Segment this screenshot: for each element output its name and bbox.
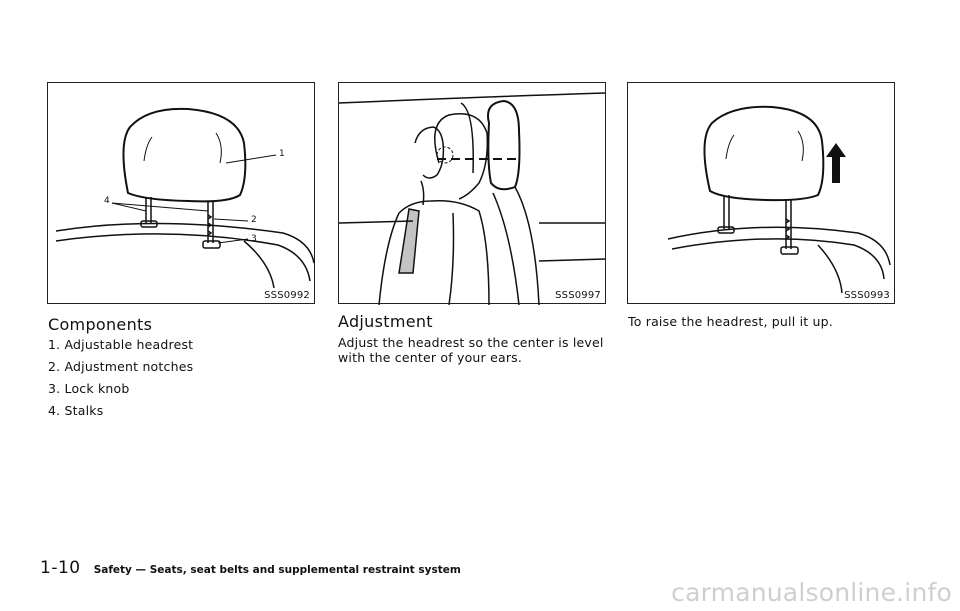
- raise-text: To raise the headrest, pull it up.: [628, 314, 833, 329]
- page-footer: 1-10 Safety — Seats, seat belts and supp…: [40, 558, 461, 578]
- components-heading: Components: [48, 315, 153, 334]
- figure-code: SSS0993: [844, 290, 890, 301]
- adjustment-text: Adjust the headrest so the center is lev…: [338, 335, 604, 365]
- list-item: 1. Adjustable headrest: [48, 337, 194, 352]
- adjustment-heading: Adjustment: [338, 312, 433, 331]
- components-list: 1. Adjustable headrest 2. Adjustment not…: [48, 338, 193, 426]
- callout-2: 2: [251, 215, 257, 225]
- callout-1: 1: [279, 149, 285, 159]
- watermark-link[interactable]: carmanualsonline.info: [671, 578, 952, 607]
- headrest-components-illustration: [55, 107, 315, 289]
- page-number: 1-10: [40, 558, 81, 578]
- list-item: 3. Lock knob: [48, 381, 130, 396]
- callout-3: 3: [251, 234, 257, 244]
- list-item: 2. Adjustment notches: [48, 359, 194, 374]
- figure-adjustment: SSS0997: [338, 82, 606, 305]
- figure-components: 1 2 3 4 SSS0992: [47, 82, 315, 304]
- figure-raise: SSS0993: [627, 82, 895, 304]
- figure-code: SSS0992: [264, 290, 310, 301]
- arrow-up-icon: [826, 143, 846, 183]
- figure-code: SSS0997: [555, 290, 601, 301]
- list-item: 4. Stalks: [48, 403, 104, 418]
- headrest-adjustment-illustration: [339, 92, 606, 305]
- section-title: Safety — Seats, seat belts and supplemen…: [93, 564, 461, 576]
- headrest-raise-illustration: [667, 105, 891, 294]
- callout-4: 4: [104, 196, 110, 206]
